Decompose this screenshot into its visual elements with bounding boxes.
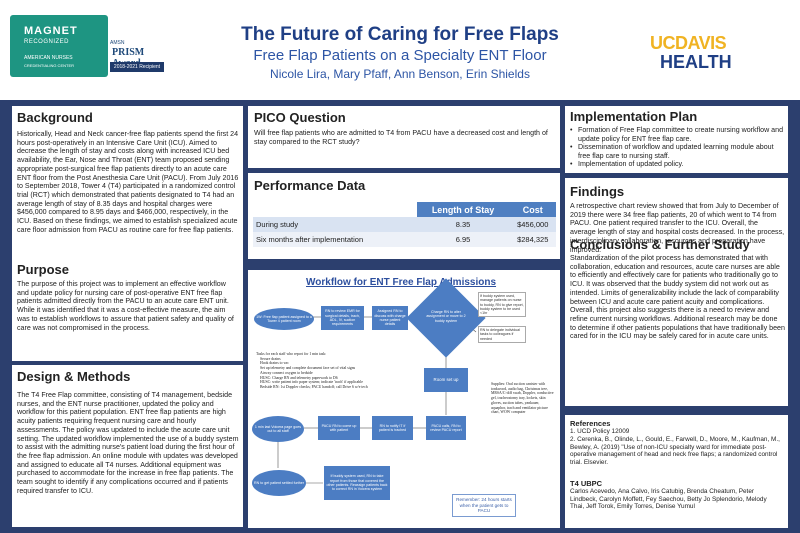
table-header-cell: Cost xyxy=(509,202,556,217)
flow-pacu-rn-box: PACU RN to come up with patient xyxy=(318,416,360,440)
poster-subtitle: Free Flap Patients on a Specialty ENT Fl… xyxy=(253,47,547,64)
pico-panel: PICO Question Will free flap patients wh… xyxy=(248,106,560,168)
flow-start-oval: 1W: Free flap patient assigned to a Towe… xyxy=(254,308,314,330)
purpose-heading: Purpose xyxy=(17,262,70,277)
magnet-center-label: CREDENTIALING CENTER xyxy=(24,63,75,68)
table-cell: Six months after implementation xyxy=(253,232,417,247)
pico-text: Will free flap patients who are admitted… xyxy=(254,129,548,146)
flow-task-item: Airway connect oxygen to bedside xyxy=(260,370,313,375)
prism-amsn-label: AMSN xyxy=(110,40,125,46)
table-cell: 8.35 xyxy=(416,217,510,232)
flow-supplies-text: Supplies: Oral suction canister with ton… xyxy=(491,382,554,415)
flow-buddy-release-box: If buddy system used, RN to take report … xyxy=(324,466,390,500)
ubpc-text: Carlos Acevedo, Ana Calvo, Iris Catubig,… xyxy=(570,488,767,511)
workflow-panel: Workflow for ENT Free Flap Admissions 1W… xyxy=(248,270,560,528)
table-cell: 6.95 xyxy=(416,232,510,247)
background-heading: Background xyxy=(17,110,93,125)
uc-davis-health-logo: HEALTH xyxy=(660,52,732,72)
findings-heading: Findings xyxy=(570,184,625,199)
magnet-ana-label: AMERICAN NURSES xyxy=(24,55,73,61)
flow-task-item: Hook drains to vac xyxy=(260,361,289,366)
design-heading: Design & Methods xyxy=(17,369,131,384)
table-cell: $456,000 xyxy=(509,217,556,232)
list-item: Dissemination of workflow and updated le… xyxy=(570,143,784,160)
uc-davis-logo: UCDAVIS xyxy=(650,33,727,53)
table-row: Six months after implementation 6.95 $28… xyxy=(253,232,556,247)
magnet-label: MAGNET xyxy=(24,25,78,37)
performance-heading: Performance Data xyxy=(254,178,366,193)
prism-recipient-label: 2018-2021 Recipient xyxy=(110,62,164,72)
flow-settle-patient-oval: RN to get patient settled further xyxy=(252,470,306,496)
pico-heading: PICO Question xyxy=(254,110,346,125)
flow-task-item: Set up telemetry and complete document f… xyxy=(260,366,356,371)
purpose-text: The purpose of this project was to imple… xyxy=(17,280,234,332)
design-panel: Design & Methods The T4 Free Flap commit… xyxy=(12,365,243,527)
performance-table: Length of Stay Cost During study 8.35 $4… xyxy=(253,202,556,247)
magnet-recognized-label: RECOGNIZED xyxy=(24,39,70,45)
table-header-cell: Length of Stay xyxy=(416,202,510,217)
flow-charge-discuss-box: Assigned RN to discuss with charge nurse… xyxy=(372,306,408,330)
references-panel: References 1. UCD Policy 12009 2. Cerenk… xyxy=(565,415,788,528)
flow-decision-text: Charge RN to alter assignment or move to… xyxy=(426,310,466,323)
flow-task-item: Bedside RN: 1st Doppler checks; PACU han… xyxy=(260,384,368,389)
table-cell: $284,325 xyxy=(509,232,556,247)
background-text: Historically, Head and Neck cancer-free … xyxy=(17,130,239,234)
flow-delegate-note: RN to delegate individual tasks to colle… xyxy=(478,326,526,343)
poster-title: The Future of Caring for Free Flaps xyxy=(241,24,559,45)
workflow-title: Workflow for ENT Free Flap Admissions xyxy=(306,277,497,288)
flow-buddy-note: If buddy system used, manage patients on… xyxy=(478,292,526,318)
prism-award-logo: AMSN PRISM Award 2018-2021 Recipient xyxy=(108,40,164,80)
table-row: During study 8.35 $456,000 xyxy=(253,217,556,232)
poster-authors: Nicole Lira, Mary Pfaff, Ann Benson, Eri… xyxy=(270,67,530,81)
table-header-cell xyxy=(253,202,417,217)
flow-room-setup-box: Room set up xyxy=(424,368,468,392)
flow-task-item: Secure drains xyxy=(260,356,281,361)
findings-conclusions-panel: Findings A retrospective chart review sh… xyxy=(565,178,788,406)
flow-tasks-title: Tasks for each staff who report for 1 mi… xyxy=(256,352,327,356)
findings-text: A retrospective chart review showed that… xyxy=(570,202,785,254)
flow-task-item: HUSC: Charge RN and telemetry paperwork … xyxy=(260,375,338,380)
flow-remember-note: Remember: 24 hours starts when the patie… xyxy=(452,494,516,517)
implementation-heading: Implementation Plan xyxy=(570,109,698,124)
design-text: The T4 Free Flap committee, consisting o… xyxy=(17,391,239,495)
magnet-recognized-logo: MAGNET RECOGNIZED AMERICAN NURSES CREDEN… xyxy=(10,15,108,77)
poster-header: MAGNET RECOGNIZED AMERICAN NURSES CREDEN… xyxy=(0,0,800,100)
flow-task-item: HUSC: write patient info paper system; i… xyxy=(260,380,363,385)
flow-voicera-page-oval: 1 min last Voicera page goes out to all … xyxy=(252,416,304,442)
ubpc-heading: T4 UBPC xyxy=(570,479,603,488)
table-header-row: Length of Stay Cost xyxy=(253,202,556,217)
flow-review-emr-box: RN to review EMR for surgical details, t… xyxy=(321,306,364,330)
implementation-panel: Implementation Plan Formation of Free Fl… xyxy=(565,106,788,173)
left-column-panel: Background Historically, Head and Neck c… xyxy=(12,106,243,361)
conclusions-heading: Conclusions & Further Study xyxy=(570,237,750,252)
reference-item: 1. UCD Policy 12009 xyxy=(570,428,630,435)
flow-notify-it-box: RN to notify IT if patient is trached xyxy=(372,416,413,440)
implementation-list: Formation of Free Flap committee to crea… xyxy=(570,126,784,169)
flow-tasks-block: Tasks for each staff who report for 1 mi… xyxy=(256,352,418,390)
list-item: Implementation of updated policy. xyxy=(570,160,784,169)
list-item: Formation of Free Flap committee to crea… xyxy=(570,126,784,143)
conclusions-text: Standardization of the pilot process has… xyxy=(570,254,785,341)
table-cell: During study xyxy=(253,217,417,232)
flow-pacu-calls-box: PACU calls, RN to review PACU report xyxy=(426,416,466,440)
reference-item: 2. Cerenka, B., Olinde, L., Gould, E., F… xyxy=(570,436,780,466)
references-heading: References xyxy=(570,419,611,428)
